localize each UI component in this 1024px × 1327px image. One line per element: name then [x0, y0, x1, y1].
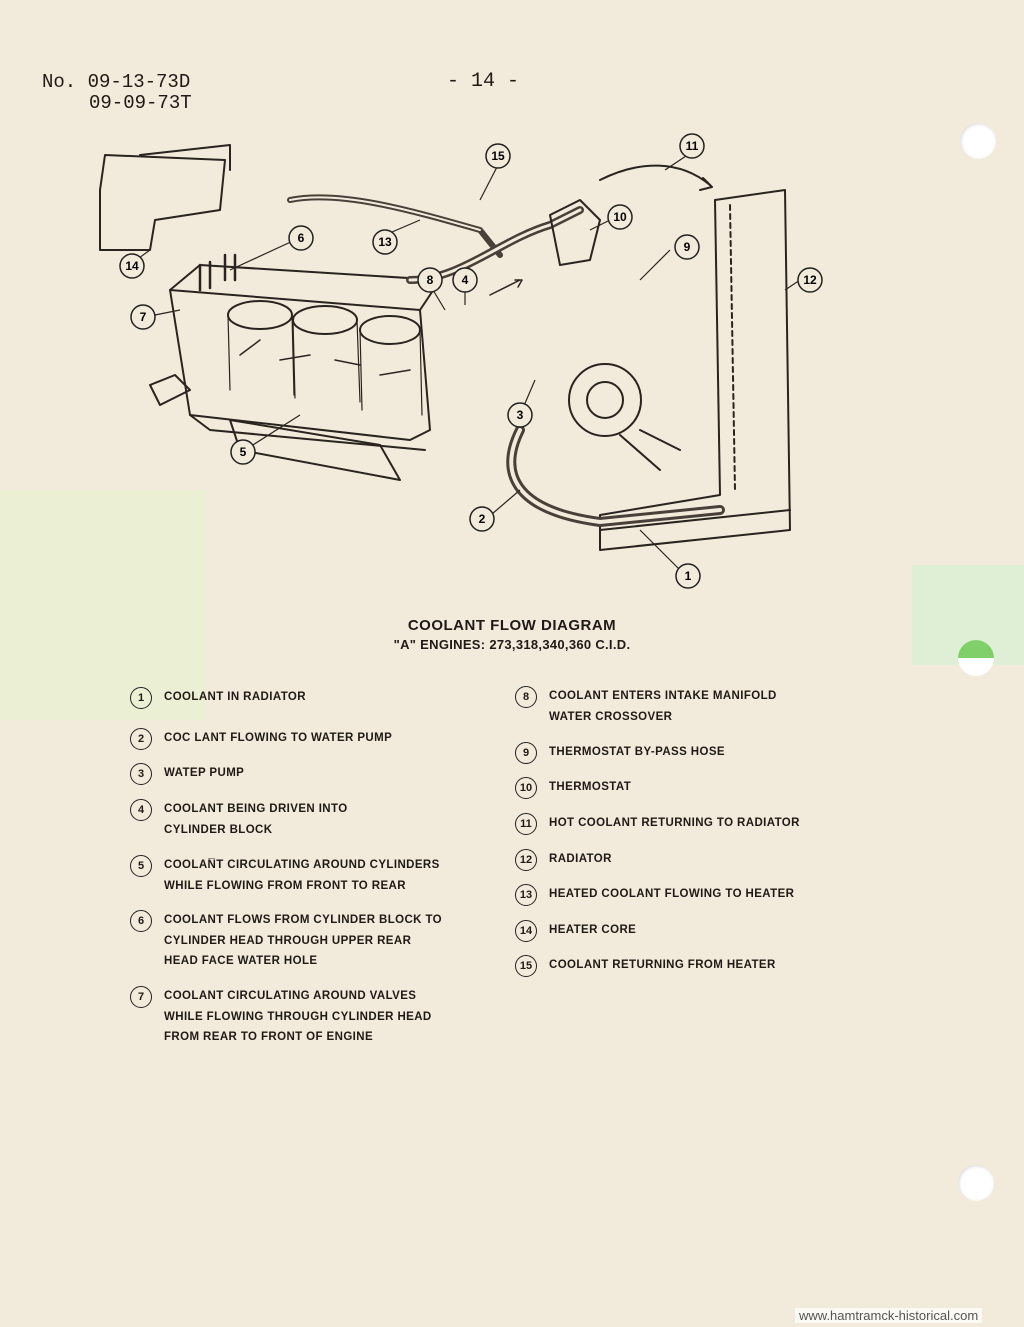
callout-label: 4: [462, 273, 469, 287]
diagram-title: COOLANT FLOW DIAGRAM: [407, 617, 617, 634]
legend-item: 15 COOLANT RETURNING FROM HEATER: [515, 955, 776, 977]
callout-label: 9: [684, 240, 691, 254]
legend-line: HEATER CORE: [549, 924, 637, 936]
legend-line: COOLANT CIRCULATING AROUND VALVES: [164, 990, 417, 1002]
legend-line: WATER CROSSOVER: [549, 710, 673, 723]
legend-item: 1 COOLANT IN RADIATOR: [130, 687, 306, 709]
legend-number: 10: [515, 777, 537, 799]
legend-line: COOLANT FLOWS FROM CYLINDER BLOCK TO: [164, 914, 443, 926]
callout-label: 1: [685, 569, 692, 583]
document-number: No. 09-13-73D 09-09-73T: [42, 72, 192, 114]
legend-item: 13 HEATED COOLANT FLOWING TO HEATER: [515, 884, 794, 906]
callout-label: 15: [491, 149, 505, 163]
callout-label: 8: [427, 273, 434, 287]
punch-hole: [960, 123, 996, 159]
legend-item: 4 COOLANT BEING DRIVEN INTO CYLINDER BLO…: [130, 799, 348, 840]
legend-item: 11 HOT COOLANT RETURNING TO RADIATOR: [515, 813, 800, 835]
paper-stain: [0, 490, 205, 720]
legend-line: HEAD FACE WATER HOLE: [164, 955, 318, 967]
legend-item: 9 THERMOSTAT BY-PASS HOSE: [515, 742, 725, 764]
legend-line: FROM REAR TO FRONT OF ENGINE: [164, 1031, 374, 1043]
legend-line: COC LANT FLOWING TO WATER PUMP: [164, 732, 393, 744]
legend-number: 15: [515, 955, 537, 977]
punch-hole: [958, 640, 994, 676]
legend-line: RADIATOR: [549, 853, 612, 865]
legend-item: 12 RADIATOR: [515, 849, 612, 871]
legend-item: 10 THERMOSTAT: [515, 777, 631, 799]
diagram-callouts: 1 2 3 4 5 6 7 8 9 10 11 12 13 14 15: [119, 133, 823, 589]
callout-label: 5: [240, 445, 247, 459]
callout-label: 12: [803, 273, 817, 287]
legend-item: 14 HEATER CORE: [515, 920, 636, 942]
legend-line: COOLANT ENTERS INTAKE MANIFOLD: [549, 690, 777, 702]
callout-label: 3: [517, 408, 524, 422]
legend-item: 8 COOLANT ENTERS INTAKE MANIFOLD WATER C…: [515, 686, 777, 727]
legend-number: 3: [130, 763, 152, 785]
legend-line: THERMOSTAT: [549, 781, 632, 793]
legend-line: HEATED COOLANT FLOWING TO HEATER: [549, 888, 795, 900]
legend-line: COOLANT RETURNING FROM HEATER: [549, 959, 776, 971]
punch-hole: [958, 1165, 994, 1201]
legend-item: 7 COOLANT CIRCULATING AROUND VALVES WHIL…: [130, 986, 432, 1048]
legend-line: HOT COOLANT RETURNING TO RADIATOR: [549, 817, 800, 829]
legend-number: 12: [515, 849, 537, 871]
legend-line: CYLINDER HEAD THROUGH UPPER REAR: [164, 934, 412, 947]
legend-line: WHILE FLOWING FROM FRONT TO REAR: [164, 879, 406, 892]
diagram-subtitle: "A" ENGINES: 273,318,340,360 C.I.D.: [393, 637, 631, 652]
coolant-flow-illustration: 1 2 3 4 5 6 7 8 9 10 11 12 13 14 15: [99, 133, 823, 589]
legend-item: 5 COOLAN̅T CIRCULATING AROUND CYLINDERS …: [130, 855, 440, 896]
legend-number: 2: [130, 728, 152, 750]
legend-line: CYLINDER BLOCK: [164, 823, 273, 836]
document-number-line: No. 09-13-73D: [42, 71, 191, 93]
page-number: - 14 -: [447, 70, 520, 93]
legend-item: 3 WATEP PUMP: [130, 763, 244, 785]
legend-number: 9: [515, 742, 537, 764]
callout-label: 14: [125, 259, 139, 273]
callout-label: 2: [479, 512, 486, 526]
legend-number: 6: [130, 910, 152, 932]
legend-line: COOLANT IN RADIATOR: [164, 691, 306, 703]
legend-number: 1: [130, 687, 152, 709]
legend-number: 14: [515, 920, 537, 942]
website-credit: www.hamtramck-historical.com: [795, 1308, 983, 1323]
callout-label: 6: [298, 231, 305, 245]
legend-number: 13: [515, 884, 537, 906]
legend-line: WHILE FLOWING THROUGH CYLINDER HEAD: [164, 1010, 432, 1023]
callout-label: 7: [140, 310, 147, 324]
callout-label: 11: [686, 139, 699, 153]
legend-line: COOLANT BEING DRIVEN INTO: [164, 803, 348, 815]
legend-line: WATEP PUMP: [164, 767, 245, 779]
legend-number: 4: [130, 799, 152, 821]
legend-item: 6 COOLANT FLOWS FROM CYLINDER BLOCK TO C…: [130, 910, 442, 972]
legend-line: COOLAN̅T CIRCULATING AROUND CYLINDERS: [164, 859, 440, 871]
document-number-line: 09-09-73T: [89, 92, 192, 114]
legend-item: 2 COC LANT FLOWING TO WATER PUMP: [130, 728, 392, 750]
callout-label: 13: [378, 235, 392, 249]
legend-number: 11: [515, 813, 537, 835]
callout-label: 10: [613, 210, 627, 224]
legend-line: THERMOSTAT BY-PASS HOSE: [549, 746, 725, 758]
legend-number: 5: [130, 855, 152, 877]
legend-number: 7: [130, 986, 152, 1008]
legend-number: 8: [515, 686, 537, 708]
